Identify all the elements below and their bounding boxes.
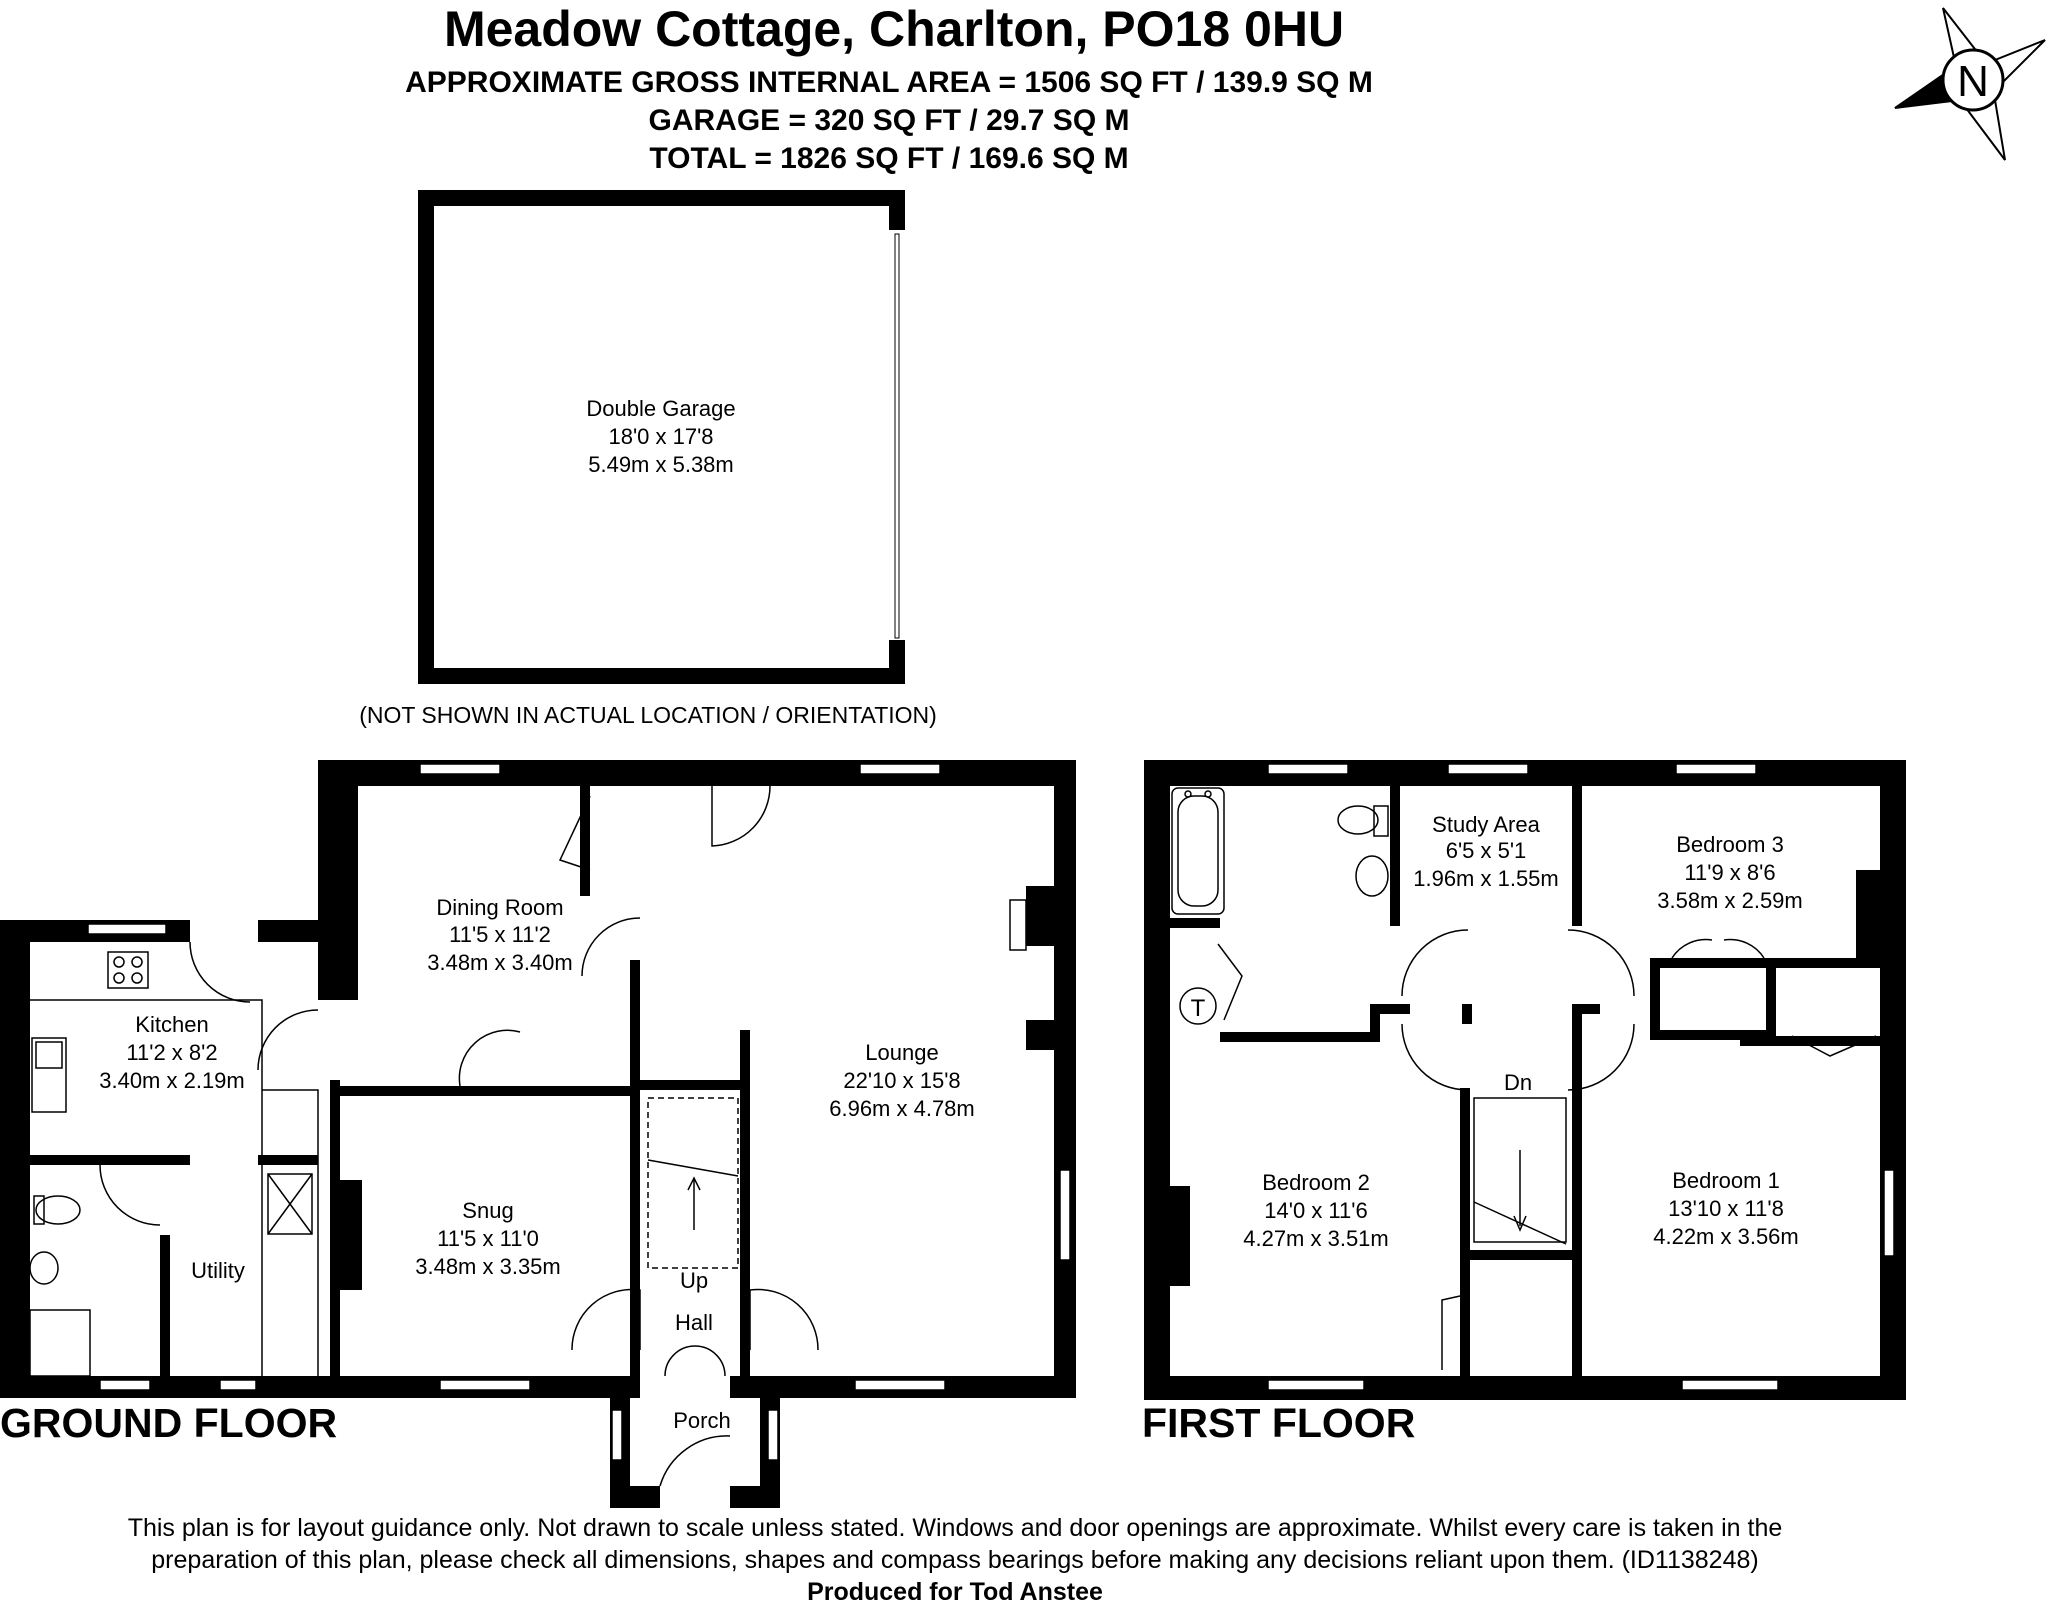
garage-size-imperial: 18'0 x 17'8 <box>608 424 713 449</box>
dining-room-imperial: 11'5 x 11'2 <box>449 922 551 947</box>
bedroom-3-name: Bedroom 3 <box>1676 832 1784 857</box>
dining-room-metric: 3.48m x 3.40m <box>427 950 573 975</box>
ground-floor-windows <box>87 763 1071 1461</box>
study-area-metric: 1.96m x 1.55m <box>1413 866 1559 891</box>
compass-icon: N <box>1894 7 2046 161</box>
tank-label: T <box>1191 995 1206 1022</box>
stairs-up-label: Up <box>680 1268 708 1293</box>
bedroom-2-imperial: 14'0 x 11'6 <box>1264 1198 1367 1223</box>
garage-plan <box>418 190 905 684</box>
compass-north-label: N <box>1957 57 1989 106</box>
bedroom-1-name: Bedroom 1 <box>1672 1168 1780 1193</box>
first-floor-label: FIRST FLOOR <box>1142 1400 1416 1446</box>
garage-location-note: (NOT SHOWN IN ACTUAL LOCATION / ORIENTAT… <box>359 702 937 728</box>
garage-area-text: GARAGE = 320 SQ FT / 29.7 SQ M <box>648 104 1130 137</box>
ground-floor-fittings <box>29 785 1027 1487</box>
lounge-imperial: 22'10 x 15'8 <box>843 1068 960 1093</box>
produced-for-text: Produced for Tod Anstee <box>807 1578 1103 1606</box>
lounge-name: Lounge <box>865 1040 938 1065</box>
stairs-down-label: Dn <box>1504 1070 1532 1095</box>
utility-name: Utility <box>191 1258 245 1283</box>
hall-name: Hall <box>675 1310 713 1335</box>
kitchen-sink-icon <box>31 1037 67 1113</box>
first-floor-plan <box>1144 760 1906 1400</box>
kitchen-hob-icon <box>107 951 149 989</box>
first-floor-doors <box>1401 929 1877 1370</box>
ground-floor-plan <box>0 760 1076 1508</box>
first-floor-windows <box>1267 763 1895 1391</box>
garage-size-metric: 5.49m x 5.38m <box>588 452 734 477</box>
kitchen-imperial: 11'2 x 8'2 <box>126 1040 217 1065</box>
ground-floor-label: GROUND FLOOR <box>0 1400 338 1446</box>
disclaimer-line-2: preparation of this plan, please check a… <box>151 1546 1759 1574</box>
study-area-name: Study Area <box>1432 812 1540 837</box>
bedroom-3-imperial: 11'9 x 8'6 <box>1684 860 1775 885</box>
total-area-text: TOTAL = 1826 SQ FT / 169.6 SQ M <box>649 142 1129 175</box>
bedroom-2-name: Bedroom 2 <box>1262 1170 1370 1195</box>
disclaimer-line-1: This plan is for layout guidance only. N… <box>127 1514 1783 1542</box>
dining-room-name: Dining Room <box>436 895 563 920</box>
snug-metric: 3.48m x 3.35m <box>415 1254 561 1279</box>
garage-room-name: Double Garage <box>586 396 735 421</box>
gross-area-text: APPROXIMATE GROSS INTERNAL AREA = 1506 S… <box>405 66 1373 99</box>
study-area-imperial: 6'5 x 5'1 <box>1446 838 1527 863</box>
snug-imperial: 11'5 x 11'0 <box>437 1226 539 1251</box>
kitchen-metric: 3.40m x 2.19m <box>99 1068 245 1093</box>
snug-name: Snug <box>462 1198 513 1223</box>
page-title: Meadow Cottage, Charlton, PO18 0HU <box>443 1 1345 57</box>
bathroom-fittings <box>1171 787 1389 1025</box>
bedroom-2-metric: 4.27m x 3.51m <box>1243 1226 1389 1251</box>
porch-name: Porch <box>673 1408 730 1433</box>
bedroom-3-metric: 3.58m x 2.59m <box>1657 888 1803 913</box>
bedroom-1-imperial: 13'10 x 11'8 <box>1668 1196 1784 1221</box>
kitchen-name: Kitchen <box>135 1012 208 1037</box>
lounge-metric: 6.96m x 4.78m <box>829 1096 975 1121</box>
bedroom-1-metric: 4.22m x 3.56m <box>1653 1224 1799 1249</box>
